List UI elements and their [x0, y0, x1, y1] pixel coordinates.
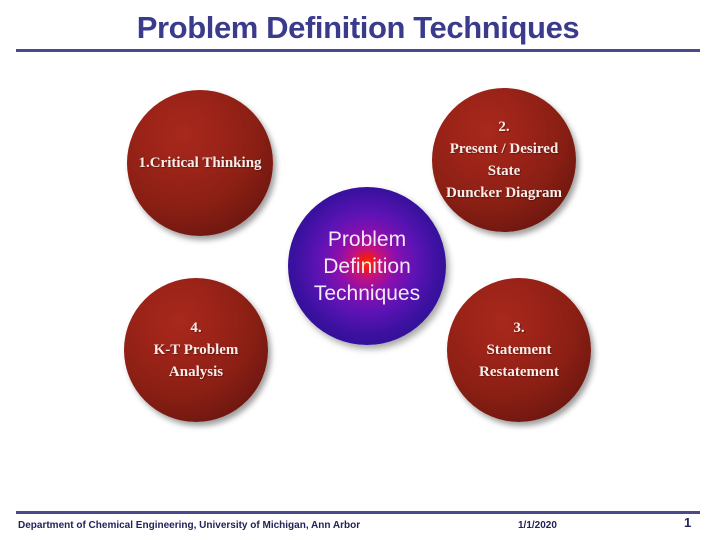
center-line-1: Problem: [327, 227, 407, 251]
center-line-3: Techniques: [313, 281, 421, 305]
footer-page-number: 1: [684, 515, 692, 530]
footer-department: Department of Chemical Engineering, Univ…: [18, 520, 361, 531]
node-number: 4.: [190, 320, 202, 336]
node-label: 2. Present / Desired State Duncker Diagr…: [446, 116, 562, 204]
node-label: 1.Critical Thinking: [138, 154, 261, 173]
diagram-node-critical-thinking[interactable]: 1.Critical Thinking: [127, 90, 273, 236]
diagram-node-present-desired-state[interactable]: 2. Present / Desired State Duncker Diagr…: [432, 88, 576, 232]
node-line-2: Analysis: [168, 364, 224, 380]
node-label: 4. K-T Problem Analysis: [154, 317, 239, 383]
node-label: 3. Statement Restatement: [479, 317, 559, 383]
node-number: 3.: [513, 320, 525, 336]
footer-divider: [16, 511, 700, 514]
node-line-2: State: [487, 163, 521, 179]
node-line-2: Restatement: [479, 364, 559, 380]
node-line-1: K-T Problem: [153, 342, 239, 358]
diagram-center-node[interactable]: Problem Definition Techniques: [288, 187, 446, 345]
diagram-node-kt-problem-analysis[interactable]: 4. K-T Problem Analysis: [124, 278, 268, 422]
page-title: Problem Definition Techniques: [136, 10, 580, 45]
diagram-node-statement-restatement[interactable]: 3. Statement Restatement: [447, 278, 591, 422]
node-number: 2.: [498, 119, 510, 135]
node-line-3: Duncker Diagram: [446, 185, 562, 201]
footer-date: 1/1/2020: [518, 520, 557, 531]
center-node-label: Problem Definition Techniques: [314, 226, 420, 307]
title-divider: [16, 49, 700, 52]
center-line-2: Definition: [323, 254, 411, 278]
node-line-1: Present / Desired: [449, 141, 559, 157]
node-line-1: Statement: [486, 342, 552, 358]
node-line-1: 1.Critical Thinking: [138, 154, 262, 171]
